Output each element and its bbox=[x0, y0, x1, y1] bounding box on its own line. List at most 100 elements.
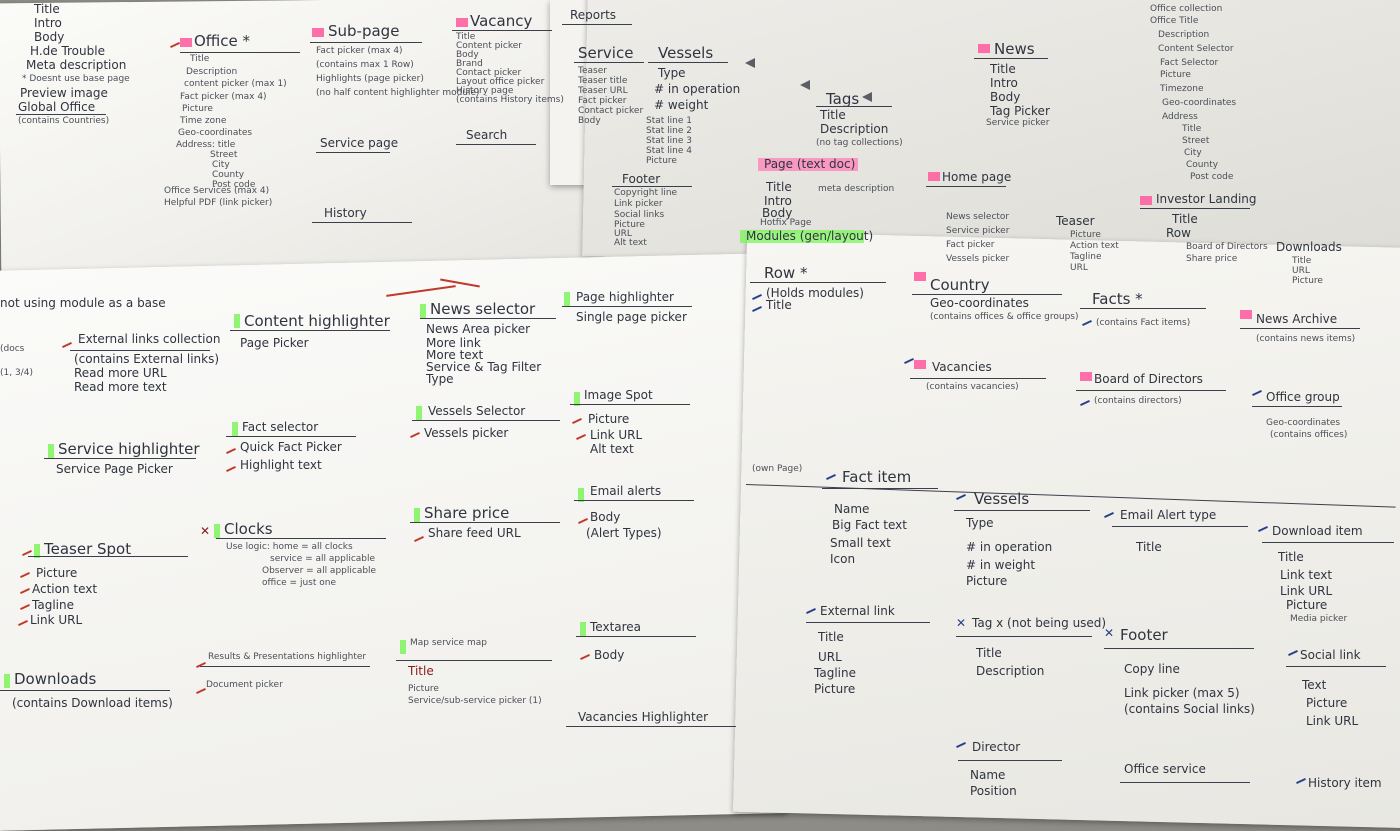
field: Title bbox=[818, 630, 844, 644]
field: Single page picker bbox=[576, 310, 687, 324]
field: Position bbox=[970, 784, 1017, 798]
reports-title: Reports bbox=[570, 8, 617, 22]
field: Title bbox=[408, 664, 434, 678]
news-title: News bbox=[994, 40, 1035, 58]
field: Content picker bbox=[456, 41, 522, 51]
module-title: Vessels Selector bbox=[428, 404, 526, 418]
field: Description bbox=[186, 67, 238, 77]
misc-note: (1, 3/4) bbox=[0, 368, 33, 378]
field: Name bbox=[834, 502, 870, 516]
field: Title bbox=[1172, 212, 1198, 226]
field: Share price bbox=[1186, 254, 1238, 264]
search-title: Search bbox=[466, 128, 508, 142]
field: Icon bbox=[830, 552, 856, 566]
field: Type bbox=[426, 372, 454, 386]
module-title: Map service map bbox=[410, 638, 487, 648]
field: # in operation bbox=[654, 82, 741, 96]
item: * Doesnt use base page bbox=[22, 74, 130, 84]
field: Copy line bbox=[1124, 662, 1180, 676]
field: Title bbox=[976, 646, 1002, 660]
service-title: Service bbox=[578, 44, 634, 62]
item-title: News Archive bbox=[1256, 312, 1338, 326]
field: Text bbox=[1302, 678, 1327, 692]
field: Office Services (max 4) bbox=[164, 186, 270, 196]
item: Meta description bbox=[26, 58, 127, 72]
field: Small text bbox=[830, 536, 891, 550]
field: (contains Social links) bbox=[1124, 702, 1255, 716]
field: Observer = all applicable bbox=[262, 566, 377, 576]
field: content picker (max 1) bbox=[184, 79, 287, 89]
field: Link URL bbox=[590, 428, 643, 442]
field: service = all applicable bbox=[270, 554, 376, 564]
field: Body bbox=[456, 50, 479, 60]
item-title: Vessels bbox=[974, 490, 1030, 508]
item-title: Footer bbox=[1120, 626, 1168, 644]
item-title: History item bbox=[1308, 776, 1382, 790]
field: Title bbox=[820, 108, 846, 122]
field: Page Picker bbox=[240, 336, 309, 350]
module-title: Page highlighter bbox=[576, 290, 674, 304]
field: Geo-coordinates bbox=[930, 296, 1029, 310]
field: Type bbox=[658, 66, 686, 80]
field: Post code bbox=[212, 180, 256, 190]
field: Teaser title bbox=[578, 76, 628, 86]
footer-title: Footer bbox=[622, 172, 661, 186]
field: Fact picker bbox=[946, 240, 995, 250]
field: Title bbox=[1278, 550, 1304, 564]
field: Stat line 1 bbox=[646, 116, 692, 126]
field: Tagline bbox=[1070, 252, 1102, 262]
item-title: Country bbox=[930, 276, 990, 294]
field: URL bbox=[1292, 266, 1310, 276]
field: Geo-coordinates bbox=[1162, 98, 1237, 108]
field: Link picker (max 5) bbox=[1124, 686, 1240, 700]
vessels-title: Vessels bbox=[658, 44, 714, 62]
history-title: History bbox=[324, 206, 367, 220]
field: Picture bbox=[182, 104, 213, 114]
field: (no tag collections) bbox=[816, 138, 903, 148]
field: # in operation bbox=[966, 540, 1053, 554]
field: office = just one bbox=[262, 578, 336, 588]
field: Picture bbox=[1160, 70, 1191, 80]
field: Tag Picker bbox=[990, 104, 1050, 118]
field: (Holds modules) bbox=[766, 286, 864, 300]
field: Stat line 4 bbox=[646, 146, 692, 156]
page-title: Page (text doc) bbox=[764, 157, 856, 171]
module-title: Textarea bbox=[590, 620, 642, 634]
field: Picture bbox=[814, 682, 856, 696]
module-title: News selector bbox=[430, 300, 536, 318]
field: URL bbox=[614, 229, 632, 239]
home-page-title: Home page bbox=[942, 170, 1012, 184]
field: History page bbox=[456, 86, 514, 96]
field: Read more text bbox=[74, 380, 167, 394]
field: (contains offices & office groups) bbox=[930, 312, 1079, 322]
field: Fact picker (max 4) bbox=[316, 46, 403, 56]
field: Teaser bbox=[578, 66, 607, 76]
field: Office Title bbox=[1150, 16, 1199, 26]
field: Picture bbox=[1070, 230, 1101, 240]
module-title: Email alerts bbox=[590, 484, 662, 498]
item-title: Office service bbox=[1124, 762, 1206, 776]
field: (contains offices) bbox=[1270, 430, 1348, 440]
item-title: External link bbox=[820, 604, 895, 618]
field: Address bbox=[1162, 112, 1198, 122]
field: Picture bbox=[966, 574, 1008, 588]
field: Link URL bbox=[30, 613, 83, 627]
field: Document picker bbox=[206, 680, 283, 690]
field: Stat line 3 bbox=[646, 136, 692, 146]
field: Body bbox=[590, 510, 621, 524]
module-title: Teaser Spot bbox=[44, 540, 132, 558]
field: Helpful PDF (link picker) bbox=[164, 198, 273, 208]
field: Post code bbox=[1190, 172, 1234, 182]
field: Title bbox=[1136, 540, 1162, 554]
field: Tagline bbox=[32, 598, 74, 612]
field: Title bbox=[990, 62, 1016, 76]
item: (contains Countries) bbox=[18, 116, 110, 126]
field: Vessels picker bbox=[946, 254, 1010, 264]
field: Service Page Picker bbox=[56, 462, 173, 476]
module-title: Service highlighter bbox=[58, 440, 200, 458]
field: Service & Tag Filter bbox=[426, 360, 542, 374]
field: (contains Download items) bbox=[12, 696, 173, 710]
module-title: Content highlighter bbox=[244, 312, 390, 330]
field: Highlight text bbox=[240, 458, 322, 472]
field: Address: title bbox=[176, 140, 236, 150]
